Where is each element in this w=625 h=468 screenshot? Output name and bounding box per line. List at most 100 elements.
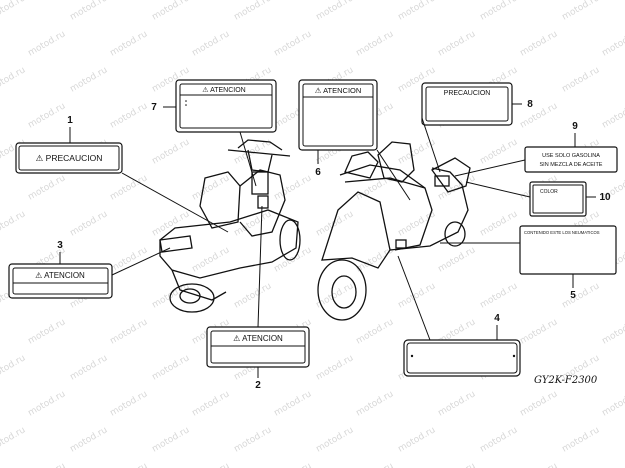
- label-6-atencion: ⚠ ATENCION: [298, 79, 378, 151]
- watermark-text: motod.ru: [315, 353, 356, 382]
- watermark-text: motod.ru: [27, 317, 68, 346]
- label-1-text: ⚠ PRECAUCION: [36, 153, 103, 163]
- scooter-front-view: [317, 141, 471, 321]
- watermark-text: motod.ru: [69, 65, 110, 94]
- label-9-line1: USE SOLO GASOLINA: [542, 153, 600, 159]
- watermark-text: motod.ru: [561, 425, 602, 454]
- label-5-text: CONTENIDO ESTE LOS NEUMATICOS: [524, 230, 600, 235]
- watermark-text: motod.ru: [273, 461, 314, 468]
- label-3-text: ⚠ ATENCION: [35, 271, 85, 280]
- label-5-neumaticos: CONTENIDO ESTE LOS NEUMATICOS: [519, 225, 617, 275]
- watermark-text: motod.ru: [601, 101, 625, 130]
- watermark-text: motod.ru: [151, 137, 192, 166]
- watermark-text: motod.ru: [315, 425, 356, 454]
- watermark-text: motod.ru: [109, 389, 150, 418]
- watermark-text: motod.ru: [479, 209, 520, 238]
- watermark-text: motod.ru: [519, 389, 560, 418]
- watermark-text: motod.ru: [151, 209, 192, 238]
- callout-7: 7: [151, 102, 157, 113]
- callout-3: 3: [57, 240, 63, 251]
- label-9-gasolina: USE SOLO GASOLINA SIN MEZCLA DE ACEITE: [524, 146, 618, 173]
- watermark-text: motod.ru: [0, 0, 27, 23]
- label-2-text: ⚠ ATENCION: [233, 334, 283, 343]
- leader-lines: [59, 103, 596, 378]
- watermark-text: motod.ru: [479, 281, 520, 310]
- watermark-text: motod.ru: [315, 0, 356, 23]
- watermark-text: motod.ru: [273, 389, 314, 418]
- watermark-text: motod.ru: [191, 245, 232, 274]
- watermark-text: motod.ru: [479, 425, 520, 454]
- watermark-text: motod.ru: [519, 101, 560, 130]
- label-10-color: COLOR: [529, 181, 587, 217]
- watermark-text: motod.ru: [561, 0, 602, 23]
- watermark-text: motod.ru: [109, 245, 150, 274]
- watermark-text: motod.ru: [27, 389, 68, 418]
- watermark-text: motod.ru: [69, 0, 110, 23]
- callout-9: 9: [572, 121, 578, 132]
- watermark-text: motod.ru: [151, 353, 192, 382]
- watermark-text: motod.ru: [233, 281, 274, 310]
- watermark-text: motod.ru: [397, 425, 438, 454]
- label-7-text: ⚠ ATENCION: [202, 86, 245, 94]
- watermark-text: motod.ru: [561, 281, 602, 310]
- watermark-text: motod.ru: [191, 29, 232, 58]
- label-7-atencion: ⚠ ATENCION: [175, 79, 277, 133]
- watermark-text: motod.ru: [437, 29, 478, 58]
- watermark-text: motod.ru: [191, 461, 232, 468]
- watermark-text: motod.ru: [479, 0, 520, 23]
- watermark-text: motod.ru: [561, 65, 602, 94]
- watermark-text: motod.ru: [27, 29, 68, 58]
- watermark-text: motod.ru: [437, 173, 478, 202]
- watermark-text: motod.ru: [233, 0, 274, 23]
- watermark-text: motod.ru: [109, 317, 150, 346]
- label-1-precaucion: ⚠ PRECAUCION: [15, 142, 123, 174]
- watermark-text: motod.ru: [69, 209, 110, 238]
- callout-numbers: 1 2 3 4 5 6 7 8 9 10: [57, 99, 611, 391]
- watermark-text: motod.ru: [601, 389, 625, 418]
- label-9-line2: SIN MEZCLA DE ACEITE: [540, 162, 603, 168]
- watermark-text: motod.ru: [355, 461, 396, 468]
- watermark-text: motod.ru: [69, 353, 110, 382]
- watermark-text: motod.ru: [601, 461, 625, 468]
- watermark-text: motod.ru: [27, 173, 68, 202]
- label-4-blank: [403, 339, 521, 377]
- watermark-text: motod.ru: [0, 209, 27, 238]
- watermark-text: motod.ru: [233, 425, 274, 454]
- label-2-atencion: ⚠ ATENCION: [206, 326, 310, 368]
- callout-5: 5: [570, 290, 576, 301]
- watermark-text: motod.ru: [151, 0, 192, 23]
- watermark-text: motod.ru: [437, 245, 478, 274]
- diagram-code: GY2K-F2300: [534, 375, 598, 386]
- watermark-text: motod.ru: [191, 389, 232, 418]
- watermark-text: motod.ru: [355, 29, 396, 58]
- watermark-text: motod.ru: [109, 101, 150, 130]
- scooter-rear-view: [159, 139, 301, 313]
- callout-2: 2: [255, 380, 261, 391]
- watermark-text: motod.ru: [27, 461, 68, 468]
- watermark-text: motod.ru: [601, 317, 625, 346]
- watermark-text: motod.ru: [355, 389, 396, 418]
- watermark-text: motod.ru: [273, 29, 314, 58]
- watermark-text: motod.ru: [519, 29, 560, 58]
- watermark-text: motod.ru: [0, 65, 27, 94]
- watermark-text: motod.ru: [397, 0, 438, 23]
- callout-10: 10: [599, 192, 611, 203]
- watermark-text: motod.ru: [109, 461, 150, 468]
- label-6-text: ⚠ ATENCION: [315, 86, 362, 95]
- callout-1: 1: [67, 115, 73, 126]
- label-8-text: PRECAUCION: [444, 90, 491, 97]
- watermark-text: motod.ru: [355, 317, 396, 346]
- watermark-text: motod.ru: [109, 29, 150, 58]
- label-8-precaucion: PRECAUCION: [421, 82, 513, 126]
- watermark-text: motod.ru: [191, 173, 232, 202]
- watermark-text: motod.ru: [519, 317, 560, 346]
- callout-6: 6: [315, 167, 321, 178]
- watermark-text: motod.ru: [315, 209, 356, 238]
- watermark-text: motod.ru: [151, 281, 192, 310]
- label-3-atencion: ⚠ ATENCION: [8, 263, 113, 299]
- watermark-text: motod.ru: [109, 173, 150, 202]
- watermark-text: motod.ru: [519, 461, 560, 468]
- watermark-text: motod.ru: [437, 389, 478, 418]
- watermark-text: motod.ru: [69, 425, 110, 454]
